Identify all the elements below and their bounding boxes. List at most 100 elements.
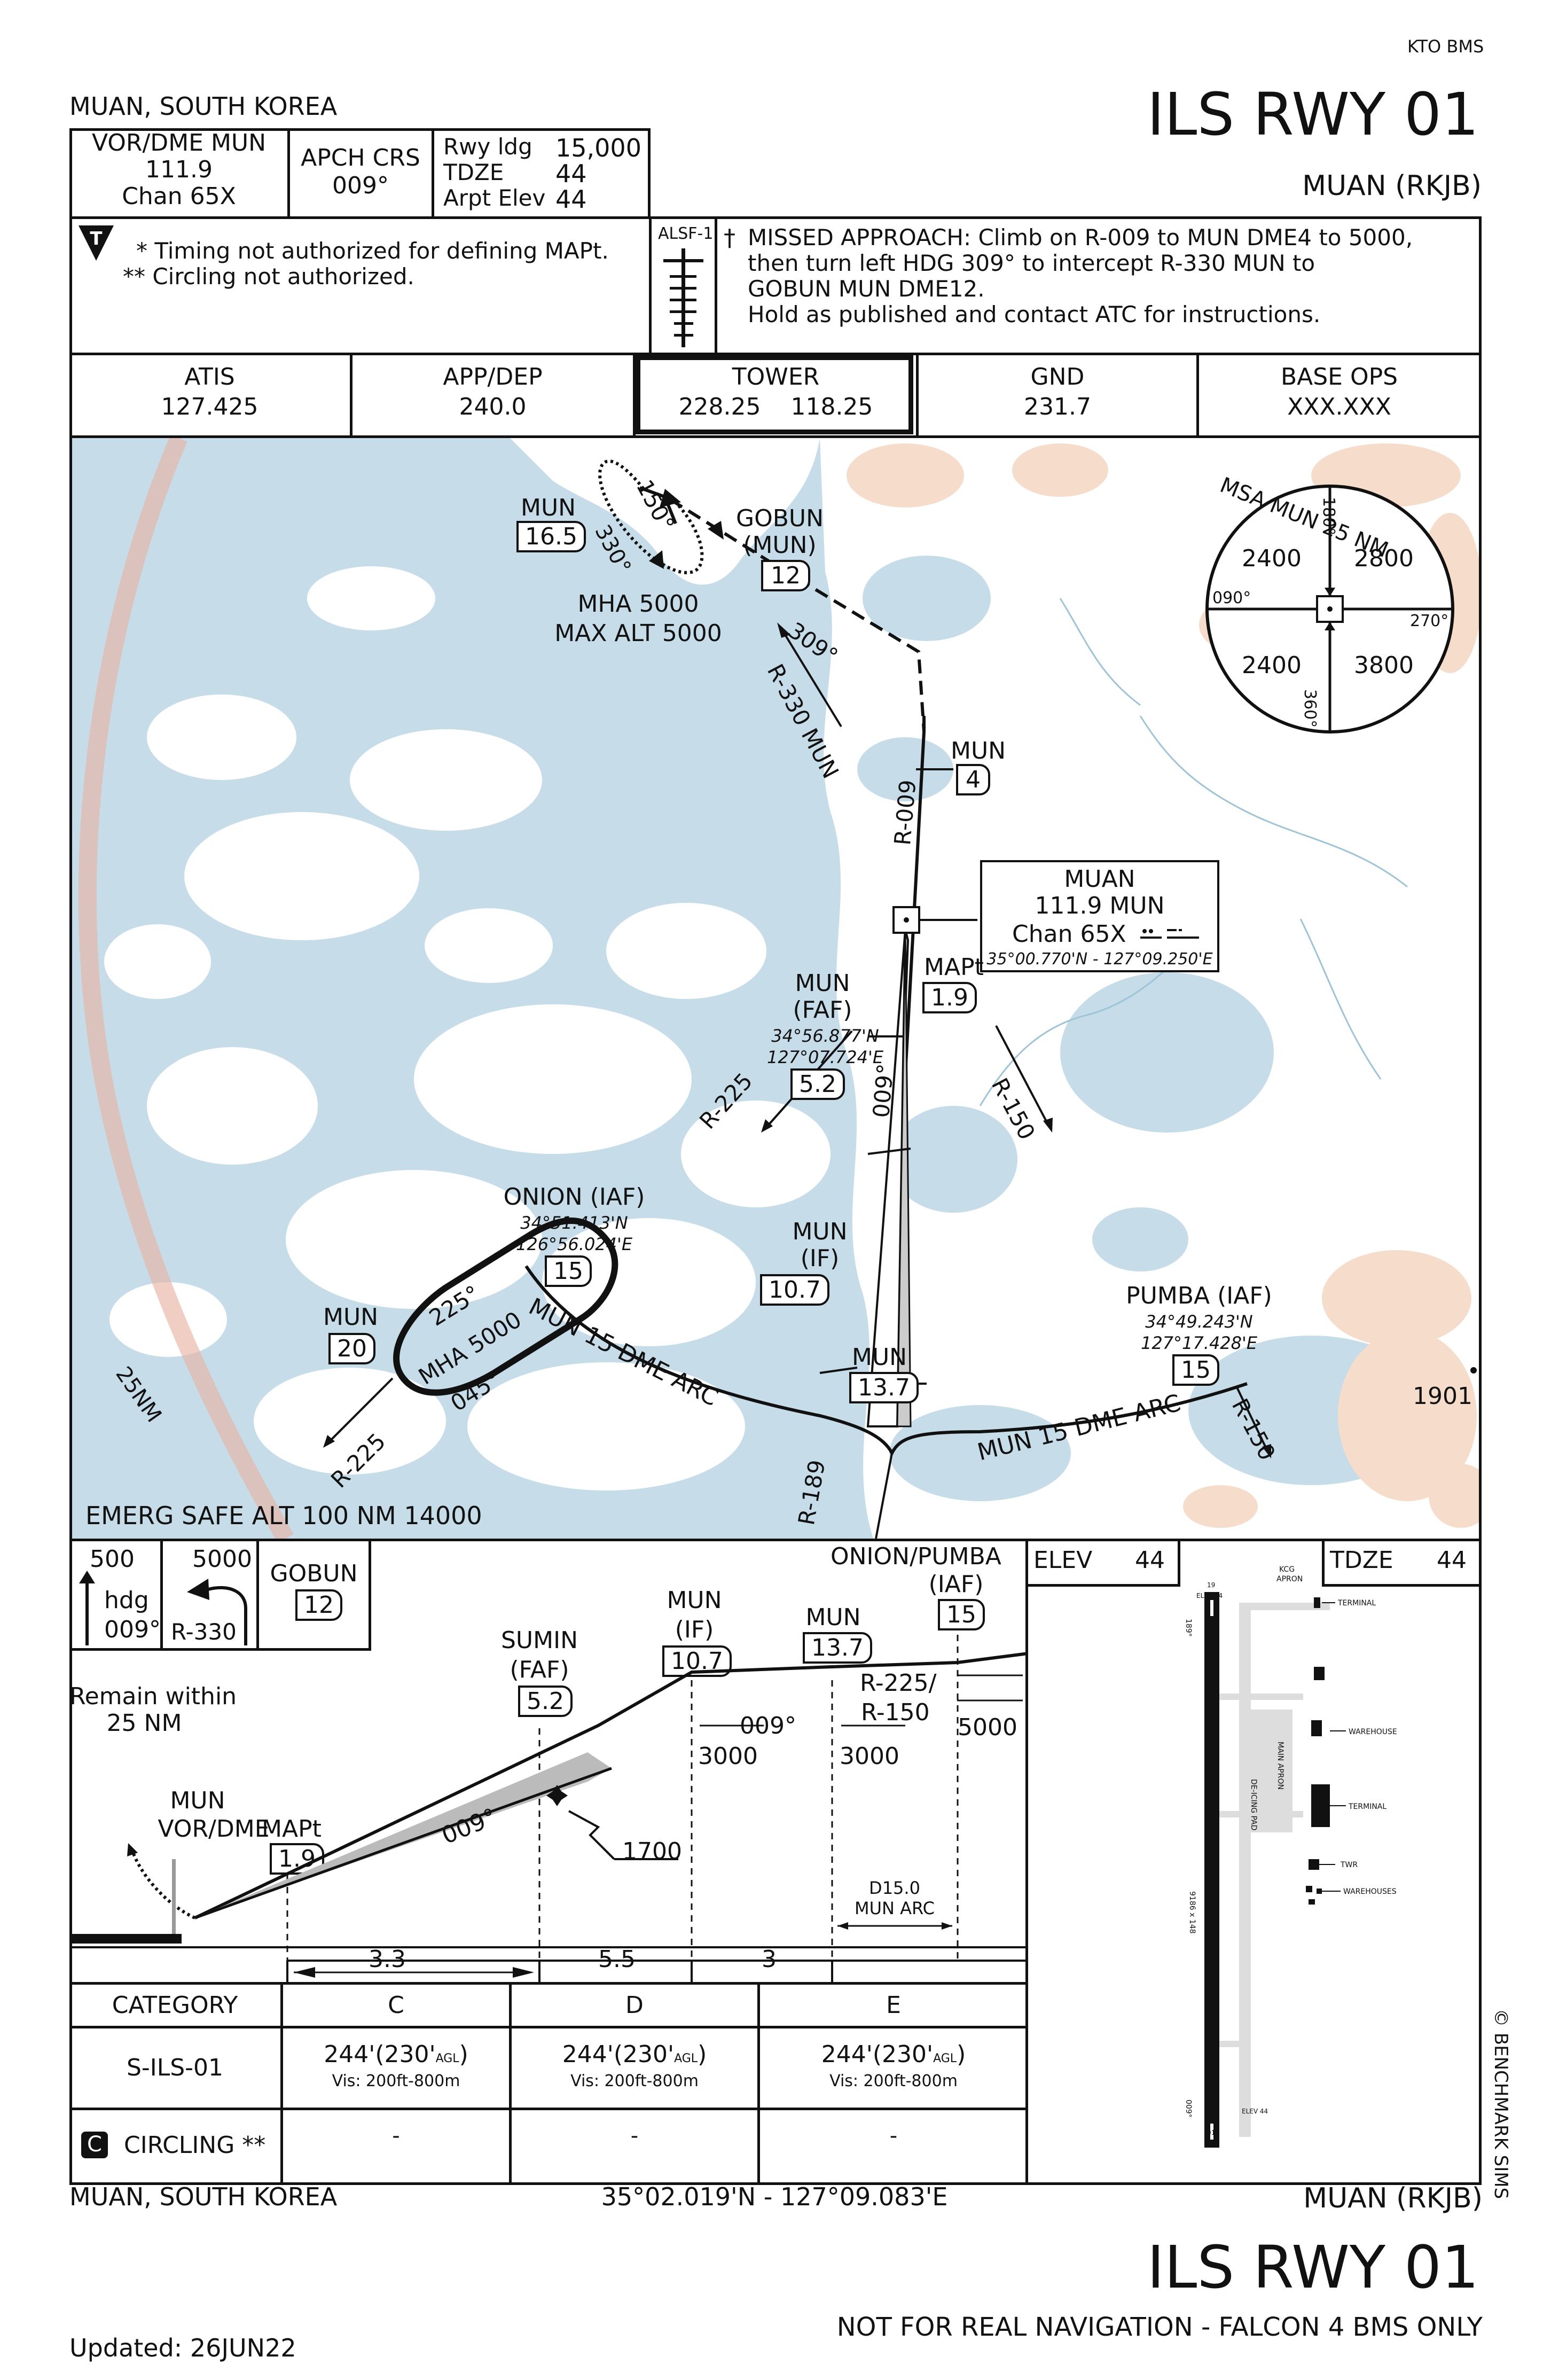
missed-line-2: then turn left HDG 309° to intercept R-3…	[748, 250, 1315, 276]
mun137-name: MUN	[852, 1344, 907, 1371]
profile-drawing	[69, 1635, 1028, 1985]
note-circling: ** Circling not authorized.	[123, 263, 414, 290]
if-dme: 10.7	[760, 1274, 829, 1306]
comm-tower-freq: 228.25 118.25	[678, 393, 873, 420]
vor-info-box	[980, 860, 1219, 972]
footer-airport: MUAN (RKJB)	[1303, 2182, 1483, 2214]
ad-apron-label: APRON	[1276, 1575, 1303, 1583]
profile-alt-1700: 1700	[622, 1838, 682, 1865]
ad-terminal-2: TERMINAL	[1349, 1802, 1387, 1811]
ad-elev-label: ELEV	[1033, 1547, 1093, 1574]
remain-25nm: 25 NM	[106, 1710, 182, 1737]
ad-warehouses: WAREHOUSES	[1343, 1887, 1397, 1896]
if-sub: (IF)	[800, 1245, 840, 1272]
msa-ne: 2800	[1354, 545, 1414, 572]
profile-r225-label: R-225/	[860, 1669, 937, 1697]
hold-mha: MHA 5000	[577, 590, 699, 618]
ad-tdze-value: 44	[1437, 1547, 1467, 1574]
mapt-name: MAPt	[924, 954, 984, 981]
profile-alt-5000: 5000	[958, 1714, 1017, 1741]
onion-dme: 15	[545, 1255, 592, 1287]
ma-r330-label: R-330	[171, 1619, 237, 1645]
comm-gnd-label: GND	[1030, 363, 1085, 391]
profile-iaf-name: ONION/PUMBA	[831, 1543, 1001, 1570]
comm-baseops-label: BASE OPS	[1280, 363, 1398, 391]
msa-nw: 2400	[1242, 545, 1302, 572]
ad-deicing: DE-ICING PAD	[1249, 1779, 1258, 1831]
onion-lon: 126°56.024'E	[515, 1234, 633, 1254]
minima-ils-e: 244'(230'AGL)	[821, 2041, 966, 2068]
emerg-safe-alt: EMERG SAFE ALT 100 NM 14000	[85, 1501, 482, 1530]
rwy-ldg-value: 15,000	[555, 134, 641, 162]
minima-ils-d: 244'(230'AGL)	[562, 2041, 707, 2068]
tdze-label: TDZE	[443, 159, 504, 185]
msa-b360: 360°	[1301, 689, 1319, 728]
faf-lat: 34°56.877'N	[771, 1026, 879, 1046]
note-timing: * Timing not authorized for defining MAP…	[136, 238, 609, 264]
if-name: MUN	[792, 1218, 848, 1245]
hold-max-alt: MAX ALT 5000	[554, 620, 722, 647]
comm-tower-label: TOWER	[732, 363, 820, 391]
profile-if-sub: (IF)	[675, 1616, 714, 1643]
gobun-name: GOBUN	[735, 505, 824, 532]
copyright: © BENCHMARK SIMS	[1490, 2009, 1511, 2199]
profile-if-dme: 10.7	[662, 1645, 732, 1677]
rwy-ldg-label: Rwy ldg	[443, 134, 532, 160]
minima-circling-name: CIRCLING **	[124, 2132, 266, 2159]
ad-kcg-label: KCG	[1279, 1565, 1295, 1574]
circling-badge-letter: C	[87, 2132, 102, 2157]
minima-ils-e-vis: Vis: 200ft-800m	[829, 2072, 958, 2090]
sumin-name: SUMIN	[501, 1627, 578, 1654]
mun-vor-sub: VOR/DME	[158, 1815, 270, 1843]
approach-lights-icon	[663, 248, 703, 347]
ad-rwy-19: 19	[1207, 1581, 1216, 1589]
profile-dist-2: 5.5	[598, 1946, 636, 1973]
profile-dist-3: 3	[762, 1946, 777, 1973]
comm-appdep-label: APP/DEP	[443, 363, 543, 391]
mun4-name: MUN	[951, 737, 1006, 764]
comm-atis-label: ATIS	[184, 363, 235, 391]
profile-d15: D15.0	[869, 1878, 920, 1898]
arpt-elev-value: 44	[555, 185, 587, 214]
ad-main-apron: MAIN APRON	[1276, 1742, 1284, 1790]
ma-gobun-box	[256, 1539, 371, 1651]
left-turn-arrow-icon	[187, 1579, 247, 1645]
ad-runway-dims: 9186 x 148	[1188, 1891, 1196, 1934]
plan-view: MSA MUN 25 NM 2400 2800 2400 3800 180° 0…	[69, 435, 1482, 1541]
sumin-sub: (FAF)	[510, 1656, 569, 1683]
faf-sub: (FAF)	[793, 996, 852, 1024]
missed-dagger: †	[724, 224, 735, 252]
mapt-dme: 1.9	[922, 982, 977, 1013]
minima-circling-d: -	[630, 2124, 639, 2148]
profile-mapt-dme: 1.9	[270, 1843, 324, 1875]
profile-mun137-dme: 13.7	[803, 1632, 872, 1664]
minima-hdr-e: E	[886, 1992, 901, 2019]
comm-gnd-freq: 231.7	[1024, 393, 1091, 420]
mun4-dme: 4	[956, 764, 990, 795]
profile-alt-3000-b: 3000	[840, 1743, 899, 1770]
profile-iaf-dme: 15	[938, 1599, 985, 1630]
aerodrome-diagram	[1025, 1539, 1482, 2185]
profile-alt-3000-a: 3000	[698, 1743, 758, 1770]
chart-id-tag: KTO BMS	[1407, 36, 1484, 57]
comm-appdep-freq: 240.0	[459, 393, 527, 420]
msa-se: 3800	[1354, 652, 1414, 679]
vor-freq: 111.9	[145, 156, 213, 183]
onion-name: ONION (IAF)	[503, 1183, 645, 1211]
vor-label: VOR/DME MUN	[91, 129, 267, 157]
spot-elevation: 1901	[1413, 1383, 1472, 1410]
mun20-dme: 20	[328, 1333, 375, 1364]
footer-coords: 35°02.019'N - 127°09.083'E	[601, 2182, 948, 2211]
pumba-lon: 127°17.428'E	[1140, 1333, 1258, 1353]
footer-title: ILS RWY 01	[1147, 2233, 1479, 2301]
final-course-label: 009°	[868, 1063, 899, 1119]
pumba-dme: 15	[1172, 1354, 1219, 1386]
profile-mun137-name: MUN	[805, 1604, 861, 1631]
msa-b090: 090°	[1212, 589, 1251, 607]
minima-circling-e: -	[889, 2124, 898, 2148]
ad-rwy-01: 01	[1207, 2129, 1216, 2136]
faf-name: MUN	[795, 970, 850, 997]
minima-circling-c: -	[392, 2124, 400, 2148]
header-location: MUAN, SOUTH KOREA	[69, 92, 338, 121]
ad-warehouse: WAREHOUSE	[1349, 1728, 1397, 1736]
